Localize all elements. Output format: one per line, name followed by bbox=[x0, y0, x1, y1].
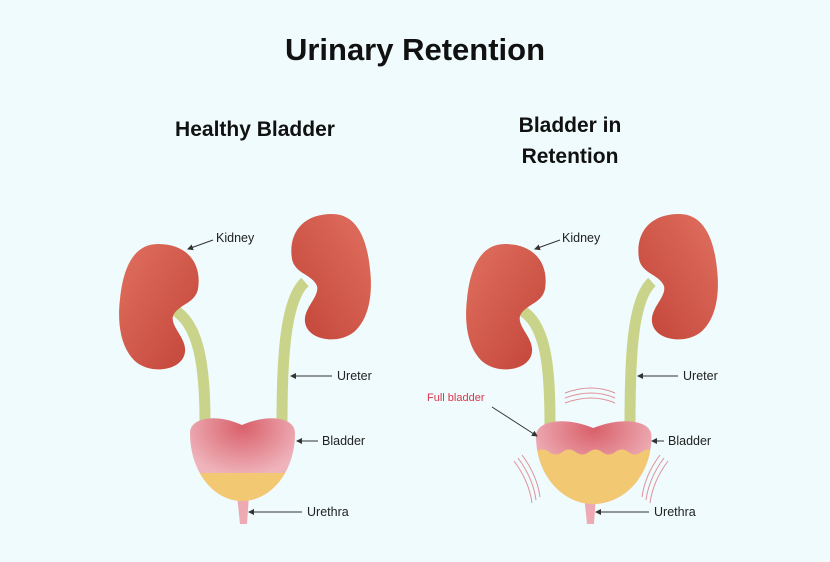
ureter-label: Ureter bbox=[337, 369, 372, 383]
retention-heading-line1: Bladder in bbox=[518, 114, 622, 137]
urethra-label: Urethra bbox=[307, 505, 349, 519]
bladder-label: Bladder bbox=[322, 434, 365, 448]
right-kidney bbox=[291, 214, 371, 340]
urine bbox=[536, 449, 652, 504]
right-kidney bbox=[638, 214, 718, 340]
healthy-bladder-heading: Healthy Bladder bbox=[175, 118, 335, 141]
kidney-pointer bbox=[534, 239, 561, 251]
full-bladder-label: Full bladder bbox=[427, 392, 485, 404]
left-kidney bbox=[466, 244, 546, 370]
right-ureter bbox=[624, 277, 657, 426]
left-ureter bbox=[167, 302, 211, 423]
left-kidney bbox=[119, 244, 199, 370]
bladder-label: Bladder bbox=[668, 434, 711, 448]
diagram-title: Urinary Retention bbox=[284, 32, 546, 67]
kidney-label: Kidney bbox=[216, 231, 255, 245]
pressure-lines bbox=[513, 387, 669, 504]
retention-heading-line2: Retention bbox=[521, 145, 619, 168]
urethra bbox=[237, 495, 249, 524]
ureter-label: Ureter bbox=[683, 369, 718, 383]
left-ureter bbox=[514, 302, 556, 426]
retention-urinary-system: Kidney Ureter Bladder Urethra Full bladd… bbox=[427, 214, 718, 524]
healthy-urinary-system: Kidney Ureter Bladder Urethra bbox=[119, 214, 372, 524]
full-bladder-pointer bbox=[491, 406, 538, 437]
kidney-label: Kidney bbox=[562, 231, 601, 245]
kidney-pointer bbox=[187, 239, 214, 251]
right-ureter bbox=[276, 277, 310, 423]
urethra-label: Urethra bbox=[654, 505, 696, 519]
retention-heading: Bladder in Retention bbox=[470, 110, 670, 172]
